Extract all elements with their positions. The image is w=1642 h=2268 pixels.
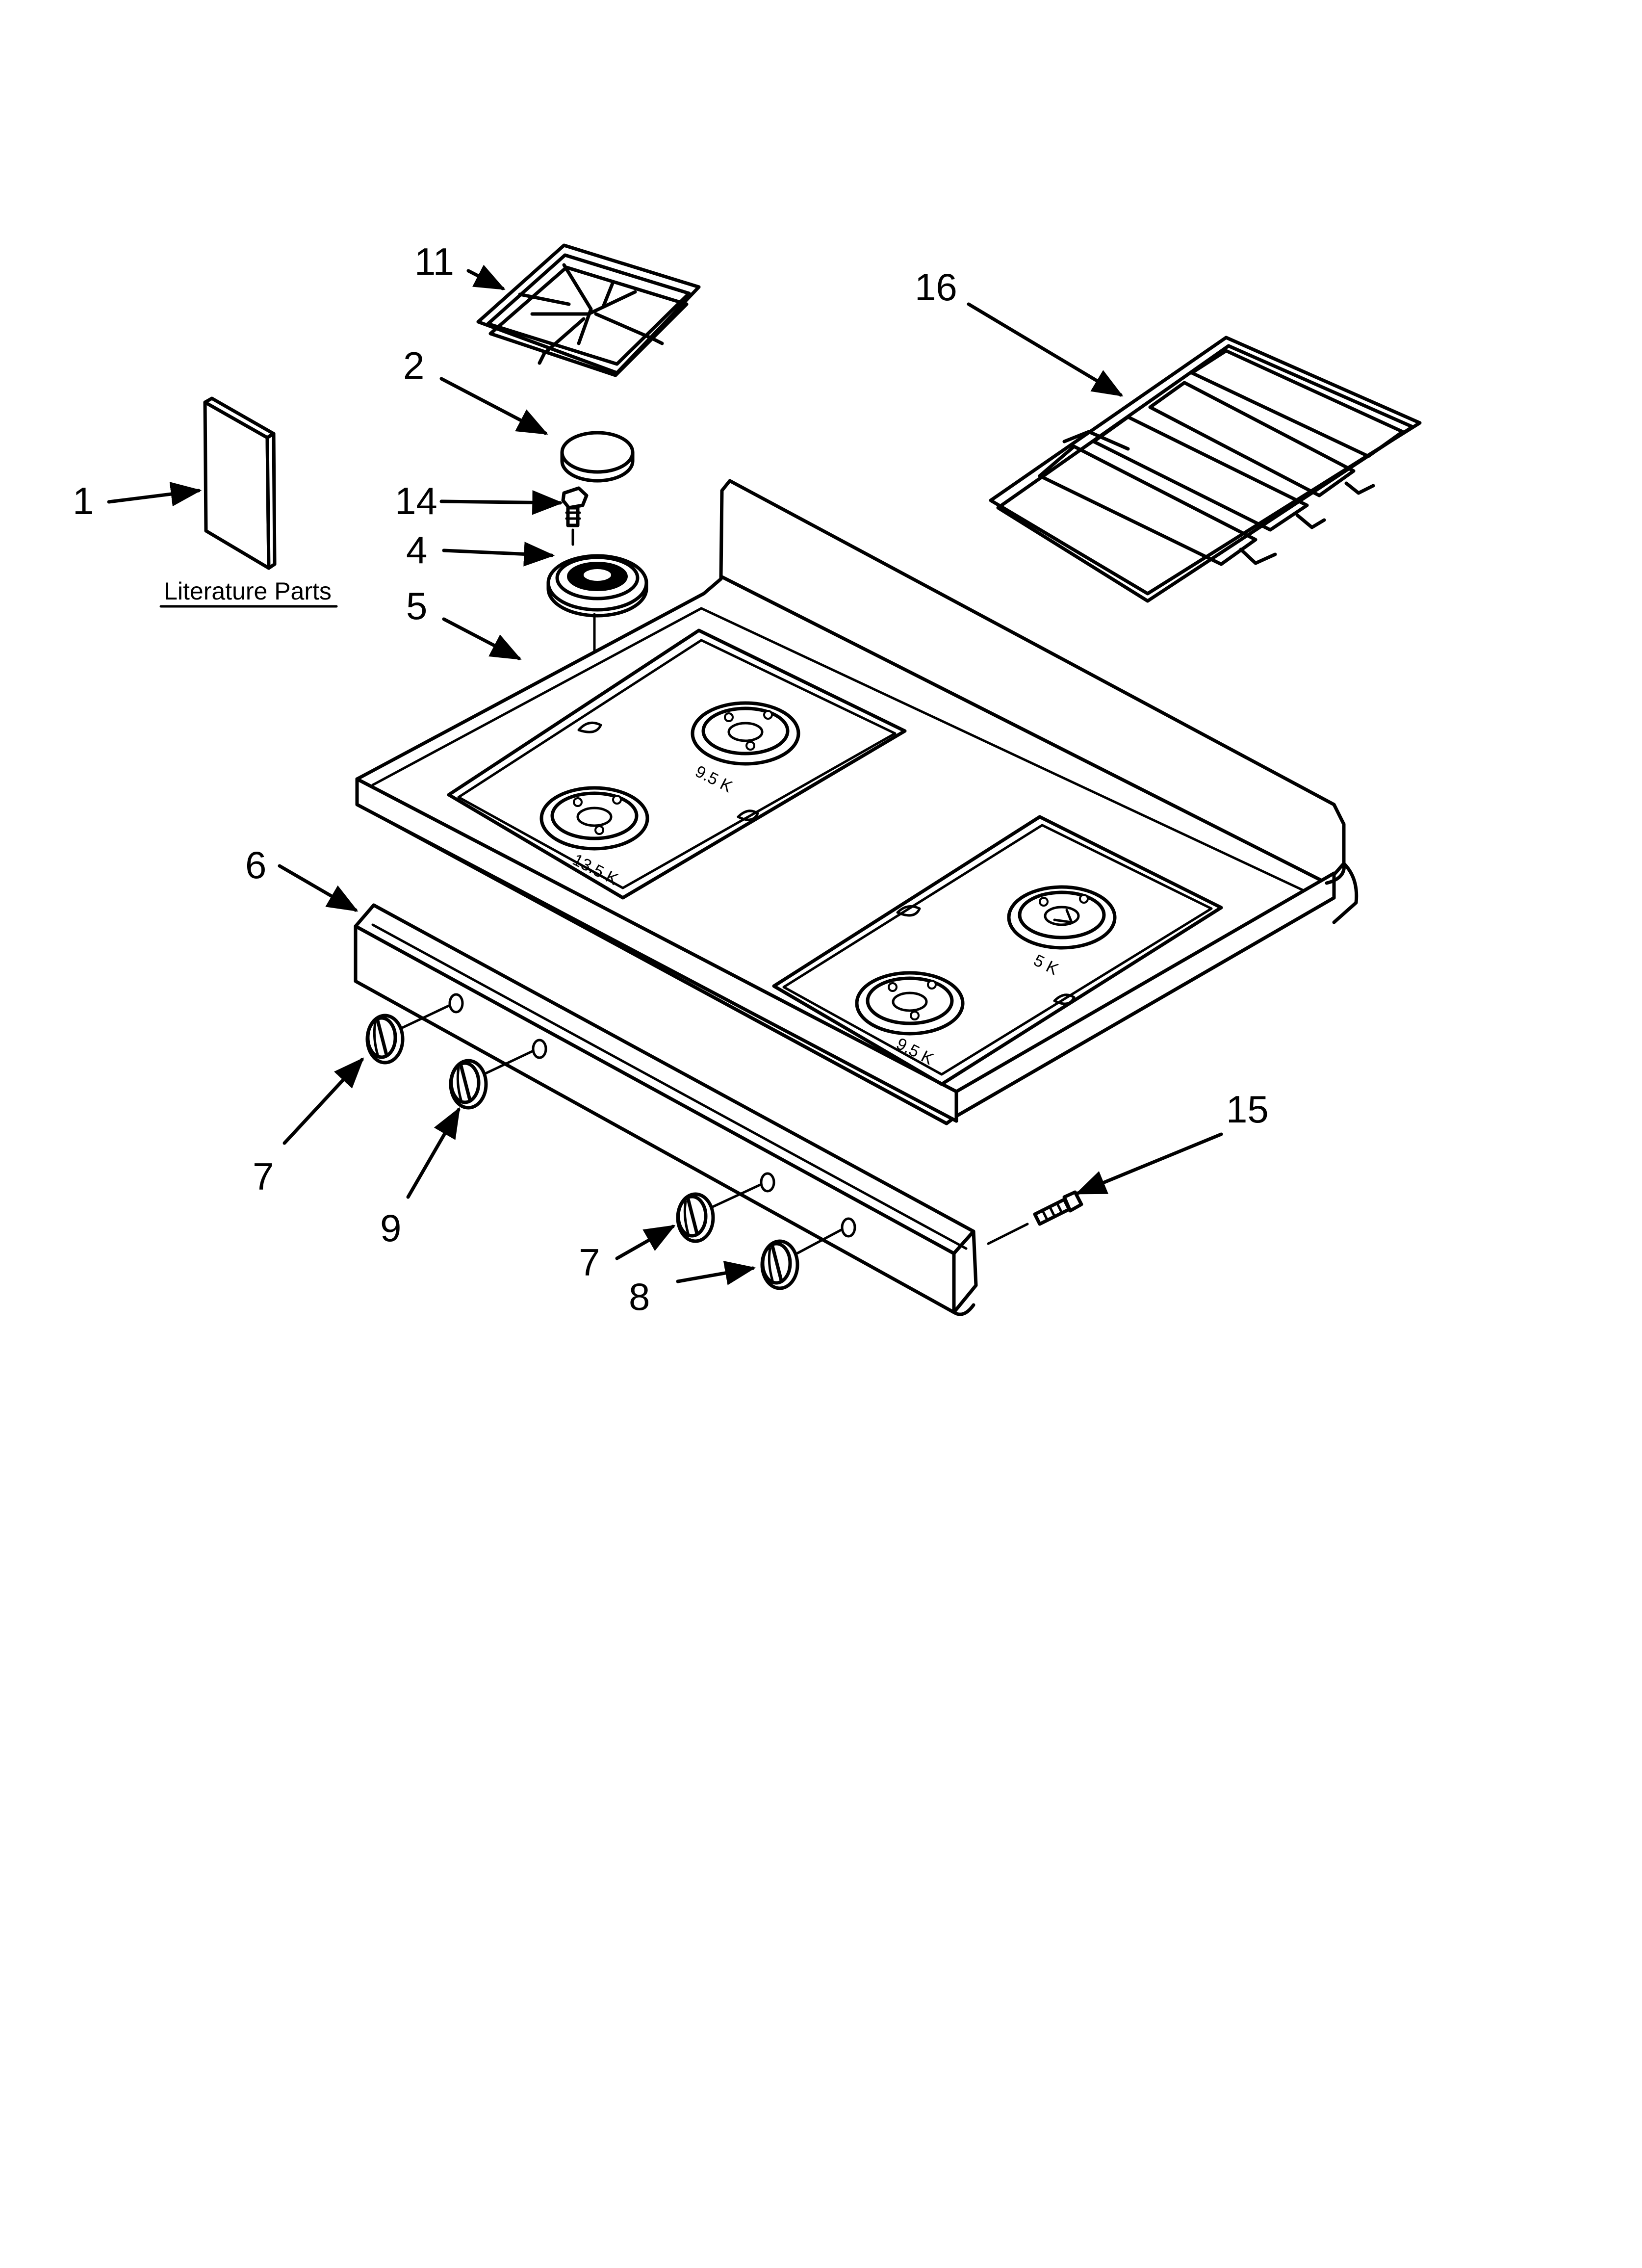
knob-line-4 xyxy=(795,1228,843,1255)
control-knob-left xyxy=(365,1014,405,1065)
leader-15 xyxy=(1075,1132,1223,1195)
leader-9 xyxy=(406,1107,461,1199)
leader-4 xyxy=(442,542,555,567)
burner-screw xyxy=(561,486,589,527)
control-knob-second xyxy=(449,1059,488,1110)
callout-4: 4 xyxy=(406,528,427,572)
callout-1: 1 xyxy=(73,479,94,522)
leader-7b xyxy=(615,1225,676,1260)
callout-7a: 7 xyxy=(253,1155,274,1198)
callout-16: 16 xyxy=(915,265,957,309)
callout-8: 8 xyxy=(629,1275,650,1318)
burner-cap xyxy=(560,431,635,483)
screw-15-line xyxy=(987,1223,1029,1245)
control-knob-third xyxy=(676,1192,715,1243)
burner-rear-left xyxy=(691,701,800,766)
literature-parts-label: Literature Parts xyxy=(164,577,332,605)
burner-head xyxy=(546,554,648,618)
leader-5 xyxy=(442,617,522,660)
callout-15: 15 xyxy=(1226,1088,1269,1131)
leader-14 xyxy=(439,490,564,515)
burner-front-left xyxy=(539,786,649,851)
leader-6 xyxy=(278,864,359,912)
callout-2: 2 xyxy=(403,344,424,387)
control-knob-right xyxy=(760,1239,799,1290)
leader-8 xyxy=(676,1261,756,1285)
knob-line-3 xyxy=(711,1183,762,1208)
burner-grate xyxy=(476,243,701,377)
callout-14: 14 xyxy=(395,479,437,522)
side-grate xyxy=(989,336,1422,603)
leader-7a xyxy=(282,1057,364,1145)
burner-front-right xyxy=(855,971,965,1036)
literature-parts-booklet xyxy=(203,396,277,570)
cooktop-surface: 13.5 K 9.5 K 5 K 9.5 K xyxy=(355,479,1359,1125)
callout-7b: 7 xyxy=(579,1241,600,1284)
leader-11 xyxy=(466,264,506,290)
panel-screw xyxy=(1033,1190,1083,1226)
callout-6: 6 xyxy=(245,843,266,886)
control-panel xyxy=(354,903,978,1316)
burner-rear-right xyxy=(1007,885,1117,950)
knob-line-2 xyxy=(484,1050,534,1075)
leader-1 xyxy=(107,482,202,507)
knob-line-1 xyxy=(401,1004,450,1029)
leader-2 xyxy=(439,377,548,435)
callout-5: 5 xyxy=(406,584,427,627)
callout-9: 9 xyxy=(380,1206,401,1250)
leader-16 xyxy=(967,302,1124,397)
callout-11: 11 xyxy=(414,240,454,283)
